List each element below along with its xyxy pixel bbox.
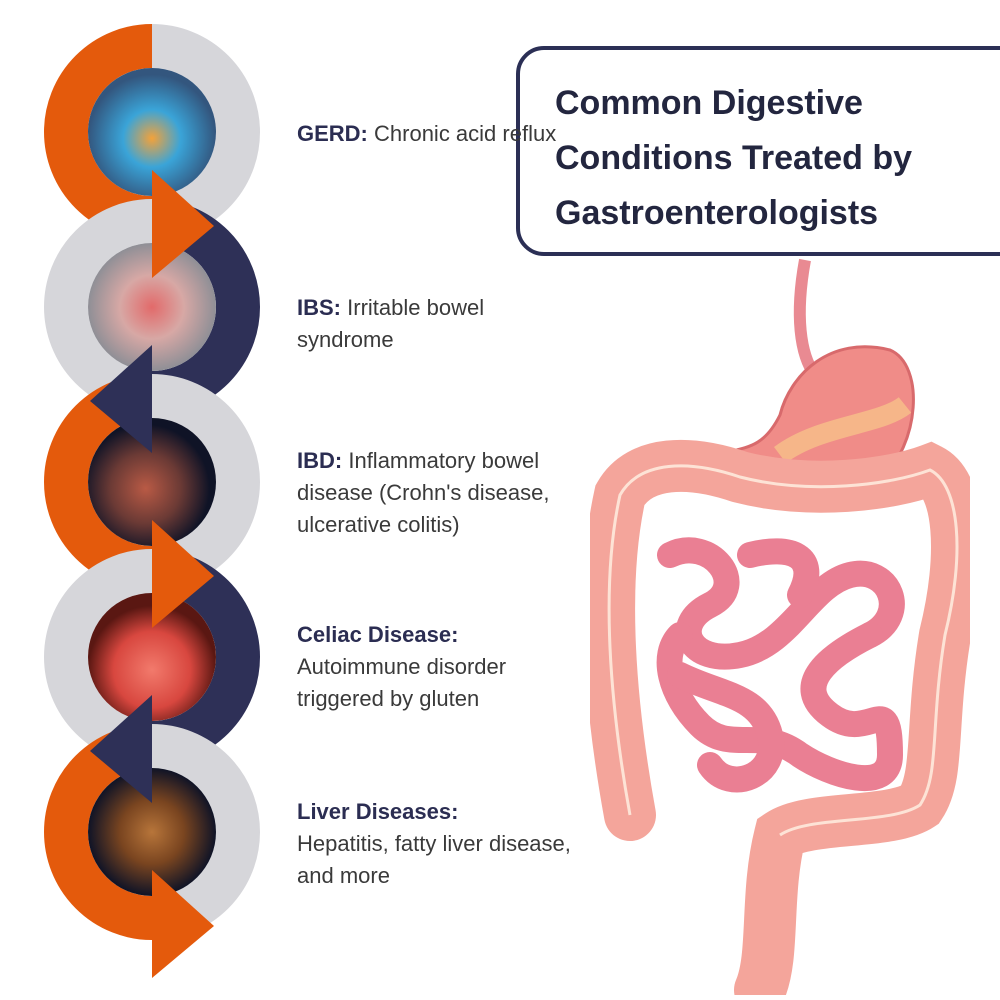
- condition-description: Chronic acid reflux: [374, 121, 557, 146]
- inflamed-intestine-photo: [88, 418, 216, 546]
- condition-celiac: Celiac Disease: Autoimmune disorder trigg…: [297, 619, 577, 715]
- condition-ibs: IBS: Irritable bowel syndrome: [297, 292, 577, 356]
- condition-description: Inflammatory bowel disease (Crohn's dise…: [297, 448, 550, 537]
- arrow-left-icon: [90, 345, 152, 453]
- arrow-right-icon: [152, 170, 214, 278]
- condition-ring-chain: [44, 24, 260, 978]
- arrow-right-icon: [152, 870, 214, 978]
- condition-name: IBD:: [297, 448, 343, 473]
- arrow-right-icon: [152, 520, 214, 628]
- small-intestine: [656, 537, 905, 793]
- condition-gerd: GERD: Chronic acid reflux: [297, 118, 577, 150]
- intestinal-villi-photo: [88, 593, 216, 721]
- condition-liver: Liver Diseases: Hepatitis, fatty liver di…: [297, 796, 577, 892]
- arrow-left-icon: [90, 695, 152, 803]
- condition-name: Liver Diseases:: [297, 799, 459, 824]
- condition-description: Irritable bowel syndrome: [297, 295, 485, 352]
- condition-name: Celiac Disease:: [297, 622, 459, 647]
- condition-name: GERD:: [297, 121, 368, 146]
- heartburn-photo: [88, 68, 216, 196]
- page-title: Common Digestive Conditions Treated by G…: [555, 84, 913, 232]
- condition-name: IBS:: [297, 295, 341, 320]
- liver-photo: [88, 768, 216, 896]
- digestive-system-illustration: [590, 258, 970, 995]
- condition-ibd: IBD: Inflammatory bowel disease (Crohn's…: [297, 445, 577, 541]
- condition-description: Autoimmune disorder triggered by gluten: [297, 654, 507, 711]
- abdominal-pain-photo: [88, 243, 216, 371]
- title-box: [516, 46, 1000, 256]
- condition-description: Hepatitis, fatty liver disease, and more: [297, 831, 571, 888]
